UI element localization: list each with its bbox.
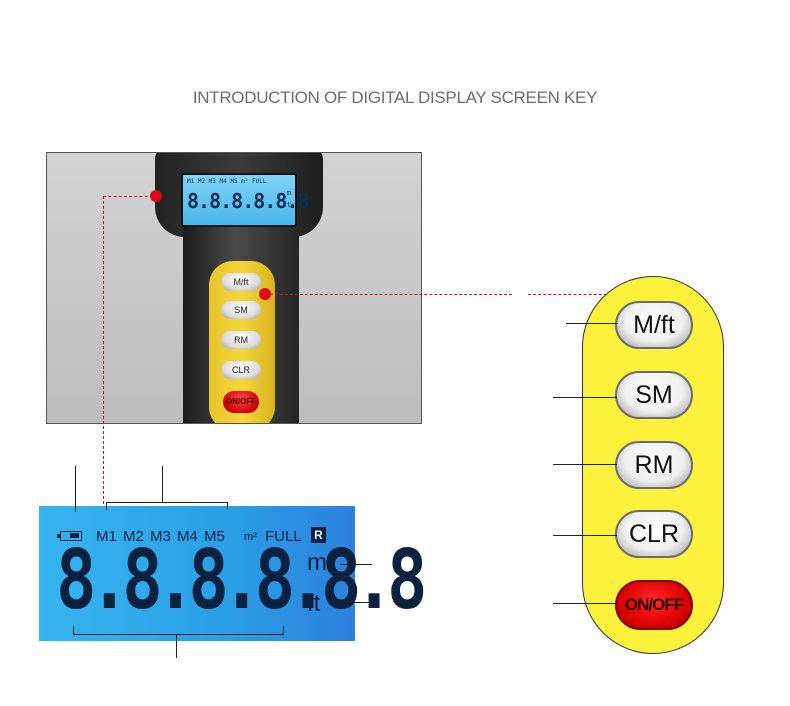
lcd-leader-vertical [103, 196, 104, 514]
memory-bracket-right [227, 502, 228, 510]
memory-indicators: M1 M2 M3 M4 M5 [96, 528, 225, 545]
device-button-panel: M/ft SM RM CLR ON/OFF [209, 261, 275, 423]
digits-bracket-left [73, 626, 74, 634]
buttons-leader-right [528, 294, 632, 295]
device-lcd-status: M1 M2 M3 M4 M5 m² FULL [187, 178, 267, 185]
rm-pointer-line [553, 464, 617, 465]
lcd-display [39, 506, 355, 641]
clr-button[interactable]: CLR [615, 510, 693, 558]
onoff-pointer-line [553, 603, 617, 604]
battery-icon [57, 531, 82, 541]
device-sm-button[interactable]: SM [221, 301, 261, 319]
onoff-button[interactable]: ON/OFF [615, 580, 693, 630]
lcd-unit-m: m [307, 549, 327, 576]
memory-bracket [106, 502, 228, 503]
battery-pointer-line [75, 466, 76, 512]
sm-pointer-line [553, 397, 617, 398]
device-lcd-unit-m: m [286, 189, 291, 197]
memory-bracket-left [106, 502, 107, 510]
device-onoff-button[interactable]: ON/OFF [223, 391, 259, 413]
area-unit-indicator: m² [244, 531, 257, 543]
device-lcd-unit-ft: ft [282, 201, 291, 209]
unit-ft-pointer-line [340, 602, 372, 603]
sm-button[interactable]: SM [615, 371, 693, 419]
digits-pointer-stem [176, 634, 177, 658]
unit-m-pointer-line [340, 564, 372, 565]
device-mft-button[interactable]: M/ft [221, 273, 261, 291]
rm-button[interactable]: RM [615, 441, 693, 489]
mft-pointer-line [566, 323, 618, 324]
digits-bracket-right [283, 626, 284, 634]
memory-pointer-stem [162, 466, 163, 502]
page-title: INTRODUCTION OF DIGITAL DISPLAY SCREEN K… [192, 88, 598, 107]
r-indicator: R [311, 527, 326, 543]
lcd-digits: 8.8.8.8.8.8 [56, 533, 428, 628]
device-lcd-digits: 8.8.8.8.8.8 [187, 189, 309, 213]
buttons-leader-left [270, 294, 512, 295]
device-lcd: M1 M2 M3 M4 M5 m² FULL 8.8.8.8.8.8 m ft [181, 173, 309, 227]
product-photo: M1 M2 M3 M4 M5 m² FULL 8.8.8.8.8.8 m ft … [46, 152, 422, 424]
clr-pointer-line [553, 535, 617, 536]
device-rm-button[interactable]: RM [221, 331, 261, 349]
lcd-leader-horizontal [103, 196, 153, 197]
mft-button[interactable]: M/ft [615, 301, 693, 349]
lcd-marker-dot [150, 190, 162, 202]
full-indicator: FULL [265, 528, 302, 545]
buttons-marker-dot [259, 288, 271, 300]
digits-bracket [73, 634, 284, 635]
lcd-unit-ft: ft [307, 590, 321, 617]
device-clr-button[interactable]: CLR [221, 361, 261, 379]
